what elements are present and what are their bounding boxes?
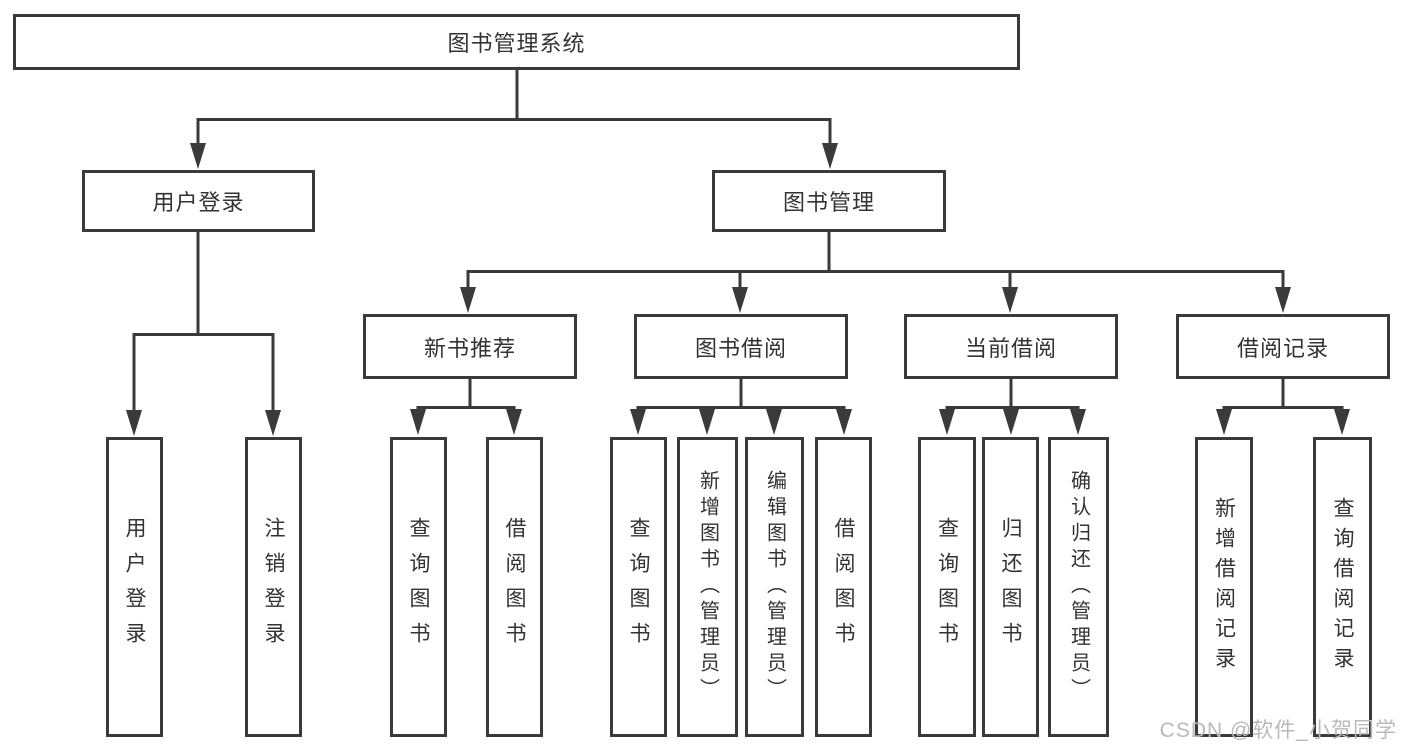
leaf-query-book-recommend: 查询图书 <box>390 437 447 737</box>
connector-borrowrecord-to-leaves <box>1222 378 1344 409</box>
leaf-edit-book-admin: 编辑图书（管理员） <box>745 437 804 737</box>
leaf-user-login-label: 用户登录 <box>123 517 146 657</box>
node-book-management: 图书管理 <box>712 170 946 232</box>
leaf-borrow-book-recommend-label: 借阅图书 <box>503 517 526 657</box>
leaf-borrow-book-label: 借阅图书 <box>832 517 855 657</box>
node-book-management-label: 图书管理 <box>782 190 875 215</box>
leaf-add-borrow-record-label: 新增借阅记录 <box>1212 497 1236 677</box>
leaf-borrow-book-recommend: 借阅图书 <box>486 437 543 737</box>
connector-root-to-level2 <box>196 66 832 146</box>
arrowhead <box>822 143 838 169</box>
arrowhead <box>1275 287 1291 313</box>
connector-userlogin-to-leaves <box>132 231 275 412</box>
node-new-book-recommend-label: 新书推荐 <box>423 335 516 361</box>
leaf-query-borrow-record: 查询借阅记录 <box>1313 437 1372 737</box>
arrowhead <box>126 410 142 436</box>
arrowhead <box>630 409 646 435</box>
node-user-login-label: 用户登录 <box>152 190 245 215</box>
node-user-login: 用户登录 <box>82 170 315 232</box>
leaf-add-borrow-record: 新增借阅记录 <box>1195 437 1253 737</box>
node-current-borrow-label: 当前借阅 <box>964 335 1057 361</box>
leaf-query-book-borrow: 查询图书 <box>610 437 667 737</box>
arrowhead <box>506 409 522 435</box>
leaf-confirm-return-admin: 确认归还（管理员） <box>1048 437 1109 737</box>
arrowhead <box>766 409 782 435</box>
leaf-query-book-recommend-label: 查询图书 <box>407 517 430 657</box>
arrowhead <box>699 409 715 435</box>
leaf-user-login: 用户登录 <box>106 437 163 737</box>
leaf-borrow-book: 借阅图书 <box>815 437 872 737</box>
leaf-query-borrow-record-label: 查询借阅记录 <box>1331 497 1354 677</box>
leaf-logout-label: 注销登录 <box>262 517 285 657</box>
arrowhead <box>1070 409 1086 435</box>
node-borrow-records-label: 借阅记录 <box>1236 335 1329 361</box>
node-root: 图书管理系统 <box>13 14 1020 70</box>
arrowheads <box>126 143 1350 436</box>
leaf-add-book-admin: 新增图书（管理员） <box>677 437 738 737</box>
arrowhead <box>460 287 476 313</box>
leaf-return-book: 归还图书 <box>982 437 1039 737</box>
node-root-label: 图书管理系统 <box>447 31 586 56</box>
node-book-borrow: 图书借阅 <box>634 314 848 379</box>
leaf-query-book-current-label: 查询图书 <box>935 517 959 657</box>
node-current-borrow: 当前借阅 <box>904 314 1118 379</box>
leaf-confirm-return-admin-label: 确认归还（管理员） <box>1067 470 1090 704</box>
arrowhead <box>939 409 955 435</box>
leaf-edit-book-admin-label: 编辑图书（管理员） <box>763 470 786 704</box>
leaf-return-book-label: 归还图书 <box>999 517 1022 657</box>
arrowhead <box>410 409 426 435</box>
connector-bookmgmt-to-level3 <box>466 231 1285 288</box>
leaf-query-book-current: 查询图书 <box>918 437 976 737</box>
arrowhead <box>732 287 748 313</box>
node-book-borrow-label: 图书借阅 <box>694 335 787 361</box>
arrowhead <box>265 410 281 436</box>
arrowhead <box>1334 409 1350 435</box>
leaf-logout: 注销登录 <box>245 437 302 737</box>
connector-currentborrow-to-leaves <box>945 378 1080 409</box>
watermark: CSDN @软件_小贺同学 <box>1159 719 1397 742</box>
arrowhead <box>1003 409 1019 435</box>
leaf-add-book-admin-label: 新增图书（管理员） <box>696 470 719 704</box>
arrowhead <box>1002 287 1018 313</box>
node-new-book-recommend: 新书推荐 <box>363 314 577 379</box>
arrowhead <box>1216 409 1232 435</box>
connector-newbookrec-to-leaves <box>416 378 516 409</box>
arrowhead <box>190 143 206 169</box>
leaf-query-book-borrow-label: 查询图书 <box>627 517 650 657</box>
node-borrow-records: 借阅记录 <box>1176 314 1390 379</box>
arrowhead <box>836 409 852 435</box>
connector-bookborrow-to-leaves <box>636 378 846 409</box>
